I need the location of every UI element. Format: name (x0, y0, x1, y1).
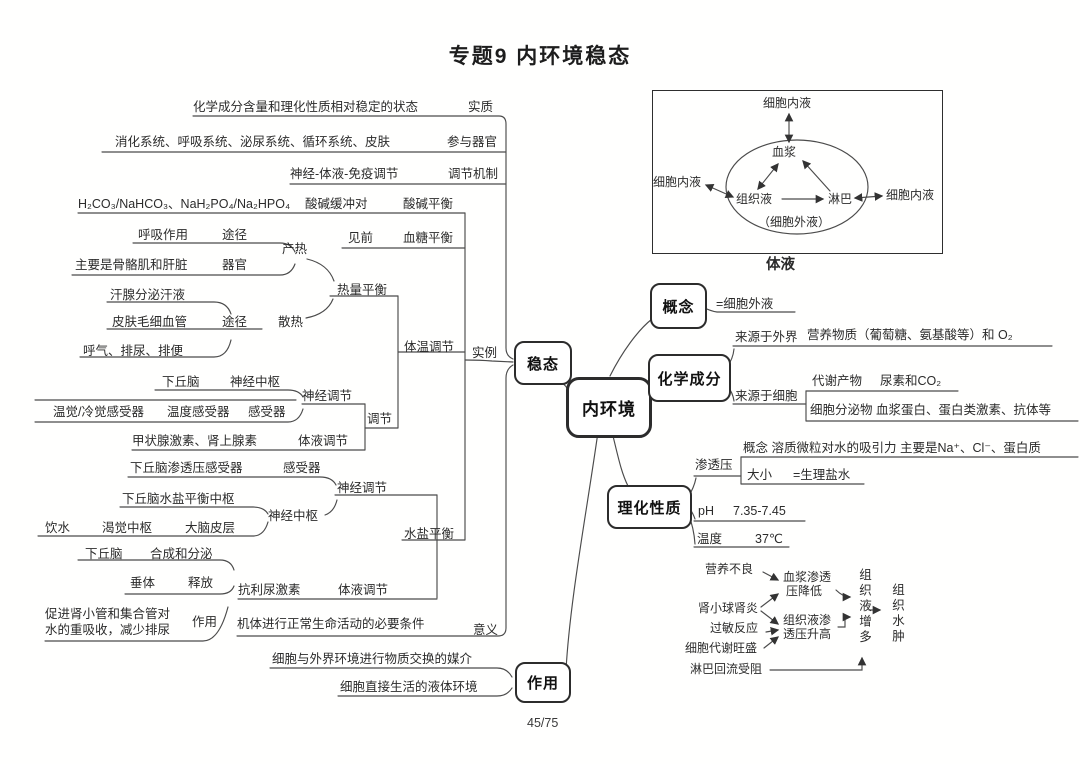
cause-lymph-block-text: 淋巴回流受阻 (690, 662, 763, 676)
node-function: 作用 (515, 662, 571, 703)
page-number: 45/75 (527, 716, 559, 730)
acid-buffer-label: 酸碱缓冲对 (305, 197, 368, 211)
organs-text: 消化系统、呼吸系统、泌尿系统、循环系统、皮肤 (115, 135, 391, 149)
warm-cold-receptor-text: 温觉/冷觉感受器 (53, 405, 144, 419)
function-item1-text: 细胞与外界环境进行物质交换的媒介 (272, 652, 473, 666)
see-before-text: 见前 (348, 231, 374, 245)
intracellular-right-label: 细胞内液 (886, 188, 935, 202)
meaning-text: 机体进行正常生命活动的必要条件 (237, 617, 425, 631)
adh-effect-label: 作用 (192, 615, 218, 629)
body-fluid-box (652, 90, 943, 254)
thirst-center-text: 渴觉中枢 (102, 521, 153, 535)
node-concept: 概念 (650, 283, 707, 329)
temperature-receptor-text: 温度感受器 (167, 405, 230, 419)
heat-balance-label: 热量平衡 (337, 283, 388, 297)
tissue-fluid-label: 组织液 (736, 192, 773, 206)
neural-regulation-label: 神经调节 (302, 389, 353, 403)
meaning-label: 意义 (473, 623, 499, 637)
tissue-osmotic-high-line1: 组织液渗 (783, 613, 832, 627)
plasma-osmotic-low-line1: 血浆渗透 (783, 570, 832, 584)
external-source-label: 来源于外界 (735, 330, 798, 344)
page-title: 专题9 内环境稳态 (448, 45, 632, 68)
essence-label: 实质 (468, 100, 494, 114)
acid-base-balance-label: 酸碱平衡 (403, 197, 454, 211)
essence-text: 化学成分含量和理化性质相对稳定的状态 (193, 100, 419, 114)
cell-source-label: 来源于细胞 (735, 389, 798, 403)
acid-buffer-pair-text: H₂CO₃/NaHCO₃、NaH₂PO₄/Na₂HPO₄ (78, 197, 291, 211)
node-physicochemical: 理化性质 (607, 485, 692, 529)
receptor-label: 感受器 (248, 405, 286, 419)
produce-organ-text: 主要是骨骼肌和肝脏 (75, 258, 188, 272)
osmotic-concept-text: 概念 溶质微粒对水的吸引力 主要是Na⁺、Cl⁻、蛋白质 (743, 441, 1041, 455)
cause-nephritis-text: 肾小球肾炎 (698, 601, 759, 615)
temperature-label: 温度 (697, 532, 723, 546)
sweat-gland-text: 汗腺分泌汗液 (110, 288, 186, 302)
function-item2-text: 细胞直接生活的液体环境 (340, 680, 478, 694)
drink-water-text: 饮水 (45, 521, 71, 535)
blood-sugar-balance-label: 血糖平衡 (403, 231, 454, 245)
tissue-osmotic-high-line2: 透压升高 (783, 627, 832, 641)
concept-value-text: =细胞外液 (716, 297, 774, 311)
heat-dissipate-label: 散热 (278, 315, 304, 329)
osmotic-size-label: 大小 (747, 468, 773, 482)
plasma-osmotic-low-line2: 压降低 (786, 584, 823, 598)
node-homeostasis: 稳态 (514, 341, 572, 385)
water-receptor-label: 感受器 (283, 461, 321, 475)
secretion-text: 细胞分泌物 血浆蛋白、蛋白类激素、抗体等 (810, 403, 1051, 417)
nerve-center-label: 神经中枢 (230, 375, 281, 389)
humoral-regulation-label: 体液调节 (298, 434, 349, 448)
intracellular-left-label: 细胞内液 (653, 175, 702, 189)
body-fluid-caption: 体液 (766, 257, 795, 273)
metabolite-label: 代谢产物 (812, 374, 863, 388)
cause-malnutrition-text: 营养不良 (705, 562, 754, 576)
adh-text: 抗利尿激素 (238, 583, 301, 597)
external-source-text: 营养物质（葡萄糖、氨基酸等）和 O₂ (807, 328, 1013, 342)
dissipate-way-label: 途径 (222, 315, 248, 329)
thyroid-adrenaline-text: 甲状腺激素、肾上腺素 (132, 434, 258, 448)
water-humoral-label: 体液调节 (338, 583, 389, 597)
skin-capillary-text: 皮肤毛细血管 (112, 315, 188, 329)
cause-allergy-text: 过敏反应 (710, 621, 759, 635)
plasma-label: 血浆 (772, 145, 797, 159)
organs-label: 参与器官 (447, 135, 498, 149)
osmotic-size-value: =生理盐水 (793, 468, 851, 482)
body-temp-regulation-label: 体温调节 (404, 340, 455, 354)
edema-result-vertical: 组织水肿 (890, 583, 904, 645)
intracellular-top-label: 细胞内液 (763, 96, 812, 110)
temperature-value: 37℃ (755, 532, 783, 546)
tissue-fluid-increase-vertical: 组织液增多 (857, 568, 871, 646)
heat-produce-label: 产热 (282, 242, 308, 256)
ph-label: pH (698, 504, 714, 518)
produce-way-label: 途径 (222, 228, 248, 242)
respiration-text: 呼吸作用 (138, 228, 189, 242)
regulation-label: 调节 (367, 412, 393, 426)
release-label: 释放 (188, 576, 214, 590)
water-nerve-center-label: 神经中枢 (268, 509, 319, 523)
pituitary-text: 垂体 (130, 576, 156, 590)
mechanism-label: 调节机制 (448, 167, 499, 181)
osmotic-pressure-label: 渗透压 (695, 458, 733, 472)
exhale-urine-text: 呼气、排尿、排便 (83, 344, 184, 358)
ph-value: 7.35-7.45 (733, 504, 786, 518)
lymph-label: 淋巴 (828, 192, 853, 206)
hypothalamus-text: 下丘脑 (162, 375, 200, 389)
water-neural-label: 神经调节 (337, 481, 388, 495)
adh-effect-line1: 促进肾小管和集合管对 (45, 607, 171, 621)
metabolite-text: 尿素和CO₂ (880, 374, 942, 388)
adh-effect-line2: 水的重吸收，减少排尿 (45, 623, 171, 637)
water-salt-balance-label: 水盐平衡 (404, 527, 455, 541)
example-label: 实例 (472, 346, 498, 360)
cause-metabolism-text: 细胞代谢旺盛 (685, 641, 758, 655)
water-salt-center-text: 下丘脑水盐平衡中枢 (122, 492, 235, 506)
extracellular-label: （细胞外液） (758, 215, 831, 229)
osmo-receptor-text: 下丘脑渗透压感受器 (130, 461, 243, 475)
produce-organ-label: 器官 (222, 258, 248, 272)
node-internal-environment: 内环境 (566, 377, 652, 438)
cerebral-cortex-text: 大脑皮层 (185, 521, 236, 535)
synthesis-secretion-label: 合成和分泌 (150, 547, 213, 561)
mechanism-text: 神经-体液-免疫调节 (290, 167, 399, 181)
node-chemical-composition: 化学成分 (648, 354, 731, 402)
hypothalamus2-text: 下丘脑 (85, 547, 123, 561)
